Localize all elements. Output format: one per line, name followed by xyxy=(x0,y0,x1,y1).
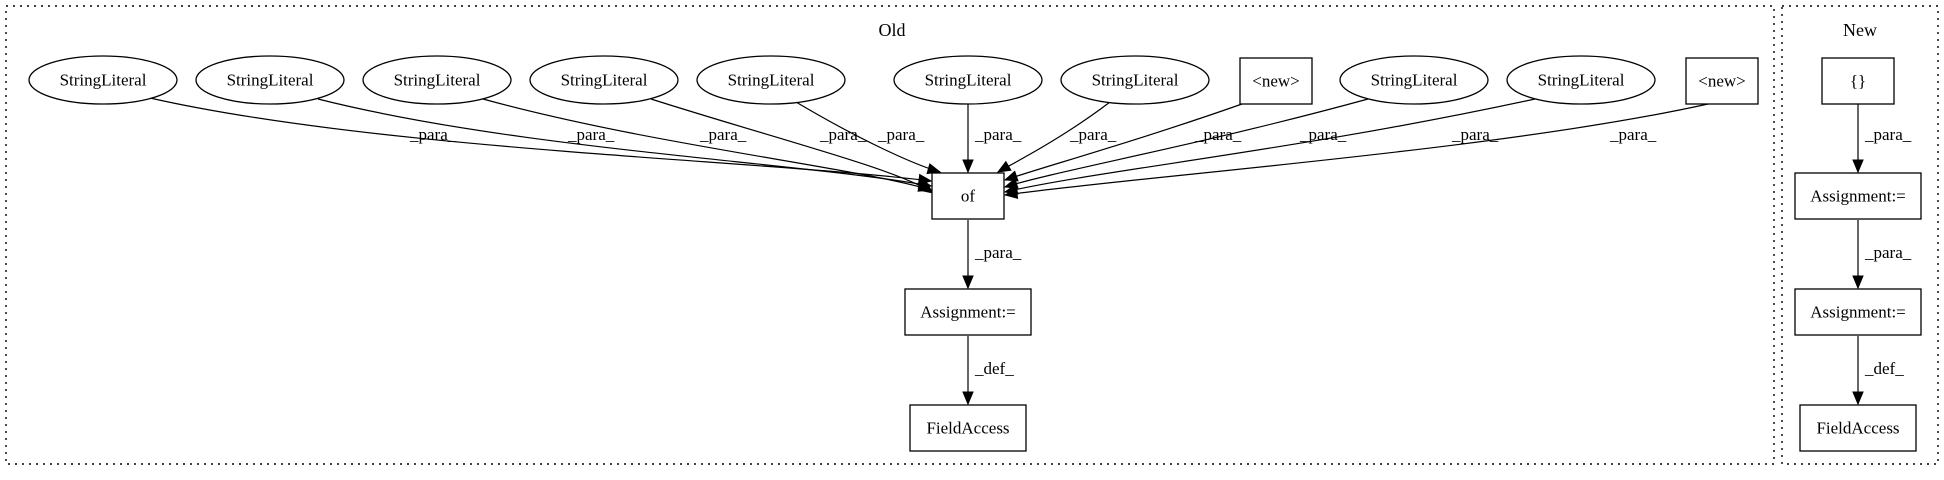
edge-label: _def_ xyxy=(1864,359,1904,378)
node-string-literal: StringLiteral xyxy=(1060,55,1210,105)
node-field-access: FieldAccess xyxy=(1799,404,1917,452)
node-new: <new> xyxy=(1685,57,1759,105)
node-string-literal-label: StringLiteral xyxy=(227,71,314,90)
edge-label: _para_ xyxy=(1451,125,1499,144)
arrowhead xyxy=(996,160,1012,173)
cluster-new-frame xyxy=(1781,5,1939,465)
edge-old-sl7-to-old-of: _para_ xyxy=(996,101,1117,173)
edge-old-assign-to-old-field: _def_ xyxy=(962,336,1014,406)
arrowhead xyxy=(1003,170,1019,182)
arrowhead xyxy=(962,391,974,406)
edge-old-new1-to-old-of: _para_ xyxy=(1003,103,1243,182)
edge-label: _para_ xyxy=(1864,243,1912,262)
node-string-literal-label: StringLiteral xyxy=(561,71,648,90)
node-string-literal: StringLiteral xyxy=(362,55,512,105)
edge-label: _para_ xyxy=(974,243,1022,262)
node-field-access: FieldAccess xyxy=(909,404,1027,452)
edge-line xyxy=(1004,98,1369,188)
edge-line xyxy=(1004,103,1709,196)
node-field-access-label: FieldAccess xyxy=(926,419,1009,438)
edges: _para_ _para_ _para_ _para_ _para_ _para_ _par… xyxy=(149,97,1912,406)
node-new-label: <new> xyxy=(1252,72,1300,91)
node-new: <new> xyxy=(1239,57,1313,105)
node-string-literal-label: StringLiteral xyxy=(728,71,815,90)
edge-line xyxy=(1004,98,1536,193)
node-assignment-label: Assignment:= xyxy=(920,303,1016,322)
node-assignment: Assignment:= xyxy=(1794,288,1922,336)
node-assignment: Assignment:= xyxy=(904,288,1032,336)
node-assignment: Assignment:= xyxy=(1794,172,1922,220)
edge-label: _para_ xyxy=(877,125,925,144)
edge-label: _para_ xyxy=(1069,125,1117,144)
node-of-label: of xyxy=(961,187,976,206)
edge-label: _def_ xyxy=(974,359,1014,378)
node-assignment-label: Assignment:= xyxy=(1810,187,1906,206)
edge-label: _para_ xyxy=(819,125,867,144)
edge-old-sl5-to-old-of: _para_ xyxy=(795,101,942,175)
edge-label: _para_ xyxy=(699,125,747,144)
edge-line xyxy=(1004,103,1243,181)
node-string-literal: StringLiteral xyxy=(195,55,345,105)
edge-label: _para_ xyxy=(974,125,1022,144)
node-string-literal: StringLiteral xyxy=(529,55,679,105)
node-braces-label: {} xyxy=(1850,72,1866,91)
edge-line xyxy=(317,98,932,187)
cluster-old: Old xyxy=(5,5,1775,465)
edge-label: _para_ xyxy=(1864,125,1912,144)
node-string-literal: StringLiteral xyxy=(28,55,178,105)
edge-old-of-to-old-assign: _para_ xyxy=(962,220,1022,290)
edge-new-braces-to-new-assign1: _para_ xyxy=(1852,104,1912,174)
edge-old-sl8-to-old-of: _para_ xyxy=(1003,98,1369,189)
edge-line xyxy=(650,98,934,194)
node-of: of xyxy=(931,172,1005,220)
edge-old-sl9-to-old-of: _para_ xyxy=(1003,98,1536,195)
edge-new-assign1-to-new-assign2: _para_ xyxy=(1852,220,1912,290)
edge-label: _para_ xyxy=(409,125,457,144)
edge-old-sl1-to-old-of: _para_ xyxy=(149,97,933,186)
edge-new-assign2-to-new-field: _def_ xyxy=(1852,336,1904,406)
node-string-literal-label: StringLiteral xyxy=(60,71,147,90)
node-string-literal: StringLiteral xyxy=(1339,55,1489,105)
edge-label: _para_ xyxy=(1609,125,1657,144)
edge-old-sl3-to-old-of: _para_ xyxy=(482,98,933,192)
arrowhead xyxy=(1852,275,1864,290)
edge-old-new2-to-old-of: _para_ xyxy=(1003,103,1709,199)
edge-label: _para_ xyxy=(1299,125,1347,144)
node-field-access-label: FieldAccess xyxy=(1816,419,1899,438)
arrowhead xyxy=(1852,391,1864,406)
node-string-literal: StringLiteral xyxy=(1506,55,1656,105)
cluster-new-title: New xyxy=(1843,20,1877,40)
node-assignment-label: Assignment:= xyxy=(1810,303,1906,322)
arrowhead xyxy=(919,181,935,194)
edge-old-sl6-to-old-of: _para_ xyxy=(962,104,1022,174)
edge-old-sl4-to-old-of: _para_ xyxy=(650,98,935,194)
arrowhead xyxy=(962,275,974,290)
edge-line xyxy=(149,97,932,182)
cluster-new: New xyxy=(1781,5,1939,465)
edge-label: _para_ xyxy=(567,125,615,144)
arrowhead xyxy=(1003,187,1019,199)
node-string-literal: StringLiteral xyxy=(696,55,846,105)
cluster-old-title: Old xyxy=(879,20,906,40)
edge-line xyxy=(482,98,932,191)
node-string-literal-label: StringLiteral xyxy=(1092,71,1179,90)
node-string-literal-label: StringLiteral xyxy=(394,71,481,90)
arrowhead xyxy=(1852,159,1864,174)
node-string-literal-label: StringLiteral xyxy=(1538,71,1625,90)
arrowhead xyxy=(926,163,942,175)
arrowhead xyxy=(962,159,974,174)
cluster-old-frame xyxy=(5,5,1775,465)
node-string-literal-label: StringLiteral xyxy=(925,71,1012,90)
node-new-label: <new> xyxy=(1698,72,1746,91)
node-string-literal: StringLiteral xyxy=(893,55,1043,105)
node-string-literal-label: StringLiteral xyxy=(1371,71,1458,90)
node-braces: {} xyxy=(1821,57,1895,105)
